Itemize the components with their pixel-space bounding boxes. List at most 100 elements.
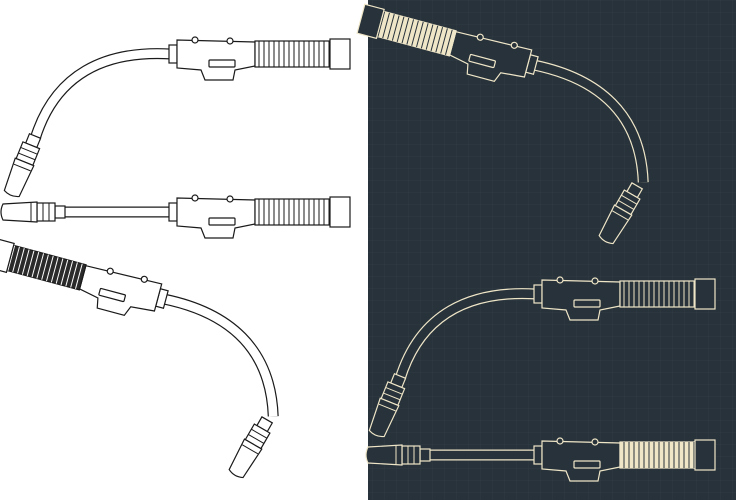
nozzle-mount [365,444,431,466]
grip-rib [60,259,69,286]
dark-curved-torch-iso [356,3,649,245]
grip-rib [26,250,35,277]
nozzle-connector [54,205,66,219]
dark-straight-torch-side [365,437,716,482]
torch-nozzle [598,182,644,245]
grip-rib [17,248,25,274]
grip-rib [41,254,49,280]
grip-rib [50,257,59,283]
nozzle-tip [368,397,400,438]
nozzle-line [383,392,401,401]
trigger-slot [468,53,496,69]
torch-nozzle [228,416,274,479]
neck-collar [533,445,543,465]
torch-nozzle [3,132,42,198]
grip-rib [70,262,78,288]
nozzle-mount [228,416,274,479]
grip [254,198,331,226]
screw [556,276,564,284]
nozzle-line [18,152,36,161]
grip-rib [75,263,83,289]
torch-handle [533,276,716,321]
nozzle-mount [368,372,407,438]
dark-panel-grid [368,0,736,500]
neck-fill [163,294,278,417]
nozzle-line [621,194,638,205]
grip-rib [382,12,390,39]
torch-handle [168,36,351,81]
nozzle-line [618,199,635,210]
torch-handle [0,237,169,317]
screw [510,41,518,49]
screw [191,194,199,202]
trigger-slot [208,59,236,68]
screw [191,36,199,44]
screw [556,437,564,445]
grip-rib [21,249,30,275]
grip-rib [12,246,20,273]
light-panel [0,0,368,500]
nozzle-line [20,146,38,155]
grip-rib [55,258,64,284]
nozzle-mount [3,132,42,198]
screw [226,195,234,203]
torch-nozzle [365,444,431,466]
end-cap [0,237,15,274]
torch-nozzle [0,201,66,223]
grip-rib [65,260,74,287]
nozzle-line [13,163,31,172]
screw [591,277,599,285]
screw [106,267,114,275]
screw [476,33,484,41]
screw [226,37,234,45]
nozzle-line [242,444,259,455]
nozzle-line [385,386,403,395]
nozzle-mount [0,201,66,223]
grip-rib [420,23,429,49]
grip-rib [377,11,386,37]
torch-handle [168,194,351,239]
grip-rib [401,17,410,44]
nozzle-tip [598,204,633,245]
end-cap [694,278,716,310]
nozzle-line [251,428,268,439]
end-cap [356,3,385,40]
grip-rib [396,16,405,43]
grip-rib [416,21,424,48]
nozzle-line [378,403,396,412]
end-cap [329,38,351,70]
dark-curved-torch-top [368,276,716,438]
grip-rib [7,245,16,271]
light-curved-torch-iso [0,237,279,479]
grip [254,40,331,68]
nozzle-tip [3,157,35,198]
grip-rib [411,20,419,46]
nozzle-tip [228,438,263,479]
nozzle-nut [36,202,56,222]
neck-fill [533,60,648,183]
grip [619,441,696,469]
neck-fill [395,289,537,381]
grip-rib [425,24,434,50]
nozzle-tip [365,444,403,466]
trigger-slot [573,299,601,308]
trigger-slot [208,217,236,226]
trigger-slot [98,287,126,303]
nozzle-line [248,433,265,444]
torch-handle [356,3,539,83]
nozzle-line [612,210,629,221]
grip-rib [440,28,448,54]
nozzle-tip [0,201,38,223]
grip-rib [406,19,415,45]
grip-rib [430,25,439,52]
neck-collar [168,44,178,64]
grip-rib [445,29,453,55]
torch-handle [533,437,716,482]
neck-collar [533,284,543,304]
grip-rib [387,14,395,40]
screw [140,275,148,283]
neck-collar [168,202,178,222]
torch-nozzle [368,372,407,438]
light-straight-torch-side [0,194,351,239]
